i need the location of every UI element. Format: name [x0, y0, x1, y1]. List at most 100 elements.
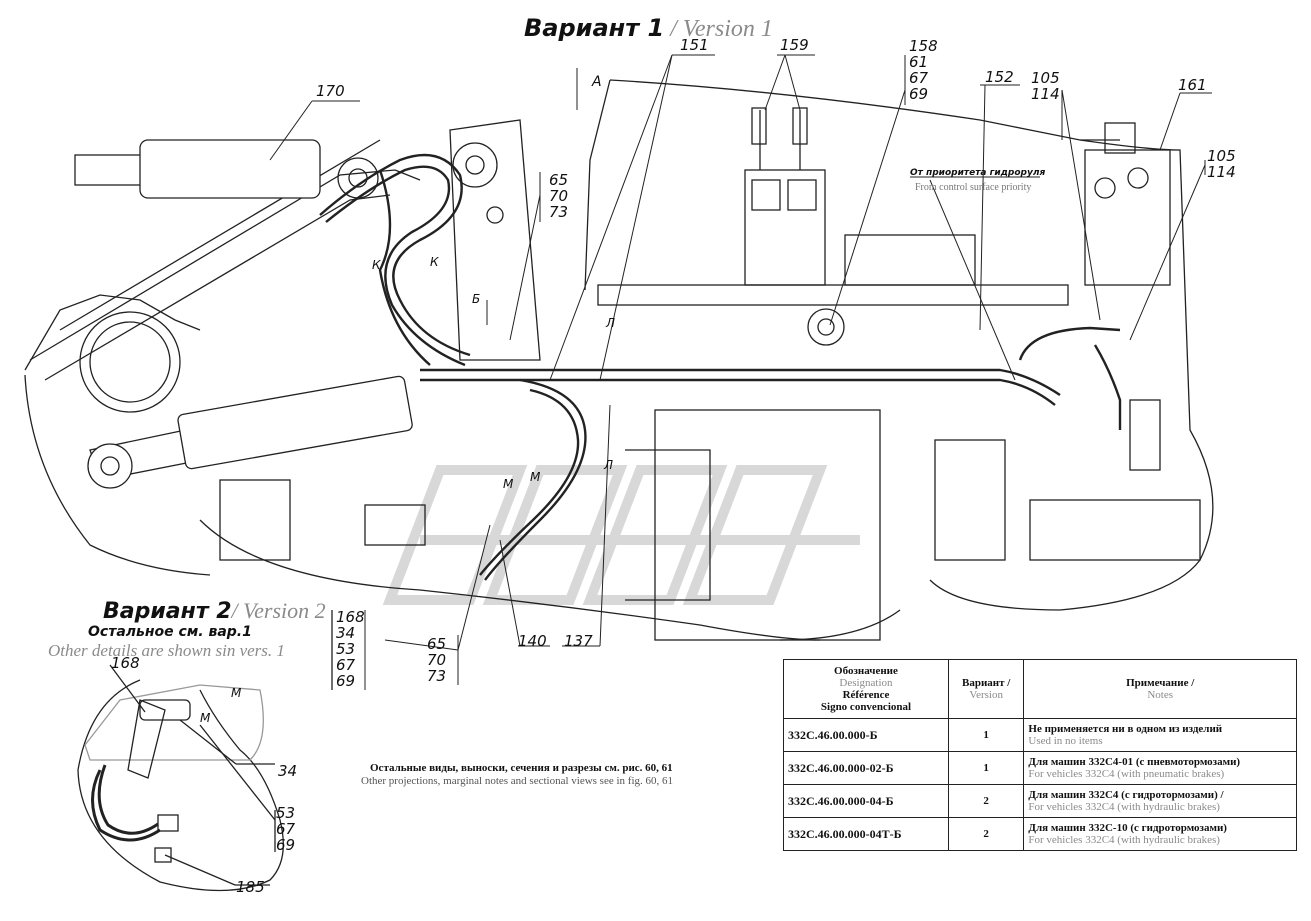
row-variant: 1: [947, 751, 1025, 785]
row-note-ru: Для машин 332С-10 (с гидротормозами): [1028, 822, 1227, 834]
row-variant: 2: [947, 817, 1025, 851]
header-notes-ru: Примечание /: [1126, 677, 1195, 689]
header-notes-en: Notes: [1147, 689, 1174, 701]
row-notes: Для машин 332С4-01 (с пневмотормозами) F…: [1023, 751, 1297, 785]
view-letter-m-2: М: [530, 470, 541, 484]
callout-73: 73: [549, 203, 569, 221]
row-note-ru: Не применяется ни в одном из изделий: [1028, 723, 1223, 735]
callout-168-version2: 168: [111, 654, 140, 672]
table-row: 332С.46.00.000-04Т-Б 2 Для машин 332С-10…: [783, 817, 1297, 851]
callout-65: 65: [549, 171, 569, 189]
callout-161: 161: [1178, 76, 1207, 94]
row-notes: Не применяется ни в одном из изделий Use…: [1023, 718, 1297, 752]
callout-158: 158: [909, 37, 938, 55]
row-note-en: Used in no items: [1028, 735, 1103, 747]
version2-rest-en: Other details are shown sin vers. 1: [48, 641, 285, 660]
version2-title-ru: Вариант 2: [103, 599, 232, 624]
cab-block: [219, 107, 1201, 641]
watermark-logo: [382, 465, 860, 605]
version2-detail: [77, 610, 333, 892]
header-variant-ru: Вариант /: [962, 677, 1011, 689]
header-designation-ru: Обозначение: [834, 665, 898, 677]
row-designation: 332С.46.00.000-04Т-Б: [783, 817, 949, 851]
row-variant: 1: [947, 718, 1025, 752]
version2-title-en: / Version 2: [231, 598, 326, 623]
reference-note-ru: Остальные виды, выноски, сечения и разре…: [370, 762, 673, 774]
callout-65: 65: [427, 635, 447, 653]
callout-114: 114: [1207, 163, 1236, 181]
callout-137: 137: [564, 632, 593, 650]
callout-stack-168: 168 34 53 67 69: [336, 609, 365, 689]
callout-151: 151: [680, 36, 709, 54]
callout-67: 67: [276, 820, 296, 838]
callout-70: 70: [549, 187, 569, 205]
view-letter-m-1: М: [503, 477, 514, 491]
version1-title: Вариант 1 / Version 1: [524, 14, 773, 43]
row-note-en: For vehicles 332C4 (with pneumatic brake…: [1028, 768, 1225, 780]
view-letter-b: Б: [472, 292, 481, 306]
callout-34: 34: [336, 624, 356, 642]
row-note-en: For vehicles 332C4 (with hydraulic brake…: [1028, 801, 1220, 813]
callout-stack-65-upper: 65 70 73: [549, 172, 568, 220]
version2-title: Вариант 2/ Version 2: [103, 598, 326, 624]
callout-69: 69: [276, 836, 296, 854]
view-letter-k-right: К: [430, 255, 439, 269]
view-letter-m-3: М: [231, 686, 242, 700]
boom-arm: [29, 119, 541, 489]
view-letter-m-4: М: [200, 711, 211, 725]
callout-114: 114: [1031, 85, 1060, 103]
header-designation-fr: Référence: [842, 689, 890, 701]
table-row: 332С.46.00.000-02-Б 1 Для машин 332С4-01…: [783, 751, 1297, 785]
reference-note-en: Other projections, marginal notes and se…: [361, 775, 674, 787]
callout-67: 67: [336, 656, 356, 674]
callout-105: 105: [1207, 147, 1236, 165]
table-row: 332С.46.00.000-04-Б 2 Для машин 332С4 (с…: [783, 784, 1297, 818]
callout-170: 170: [316, 82, 345, 100]
callout-69: 69: [909, 85, 929, 103]
row-notes: Для машин 332С-10 (с гидротормозами) For…: [1023, 817, 1297, 851]
callout-70: 70: [427, 651, 447, 669]
variant-table: Обозначение Designation Référence Signo …: [783, 659, 1297, 851]
callout-stack-158: 158 61 67 69: [909, 38, 938, 102]
callout-105: 105: [1031, 69, 1060, 87]
row-note-ru: Для машин 332С4 (с гидротормозами) /: [1028, 789, 1224, 801]
callout-stack-105-upper: 105 114: [1031, 70, 1060, 102]
callout-152: 152: [985, 68, 1014, 86]
hydraulic-hoses: [319, 153, 1122, 581]
version2-rest-ru: Остальное см. вар.1: [88, 624, 252, 640]
header-designation-en: Designation: [839, 677, 893, 689]
callout-53: 53: [336, 640, 356, 658]
callout-159: 159: [780, 36, 809, 54]
leader-lines: [269, 54, 1212, 690]
callout-stack-105-right: 105 114: [1207, 148, 1236, 180]
row-note-en: For vehicles 332C4 (with hydraulic brake…: [1028, 834, 1220, 846]
header-variant: Вариант / Version: [947, 659, 1025, 719]
callout-185: 185: [236, 878, 265, 896]
table-header-row: Обозначение Designation Référence Signo …: [783, 659, 1297, 719]
view-letter-k-left: К: [372, 258, 381, 272]
callout-stack-53: 53 67 69: [276, 805, 295, 853]
row-notes: Для машин 332С4 (с гидротормозами) / For…: [1023, 784, 1297, 818]
callout-stack-65-lower: 65 70 73: [427, 636, 446, 684]
row-designation: 332С.46.00.000-Б: [783, 718, 949, 752]
header-designation-es: Signo convencional: [820, 701, 912, 713]
version1-title-en: / Version 1: [670, 16, 773, 42]
header-variant-en: Version: [969, 689, 1003, 701]
callout-34: 34: [278, 762, 298, 780]
row-variant: 2: [947, 784, 1025, 818]
callout-168: 168: [336, 608, 365, 626]
header-designation: Обозначение Designation Référence Signo …: [783, 659, 949, 719]
version1-title-ru: Вариант 1: [524, 14, 665, 42]
view-letter-l-upper: Л: [606, 316, 616, 330]
callout-69: 69: [336, 672, 356, 690]
priority-note-ru: От приоритета гидроруля: [910, 168, 1046, 178]
row-designation: 332С.46.00.000-02-Б: [783, 751, 949, 785]
callout-73: 73: [427, 667, 447, 685]
table-row: 332С.46.00.000-Б 1 Не применяется ни в о…: [783, 718, 1297, 752]
callout-140: 140: [518, 632, 547, 650]
callout-67: 67: [909, 69, 929, 87]
callout-53: 53: [276, 804, 296, 822]
callout-61: 61: [909, 53, 929, 71]
priority-note-en: From control surface priority: [915, 182, 1032, 193]
